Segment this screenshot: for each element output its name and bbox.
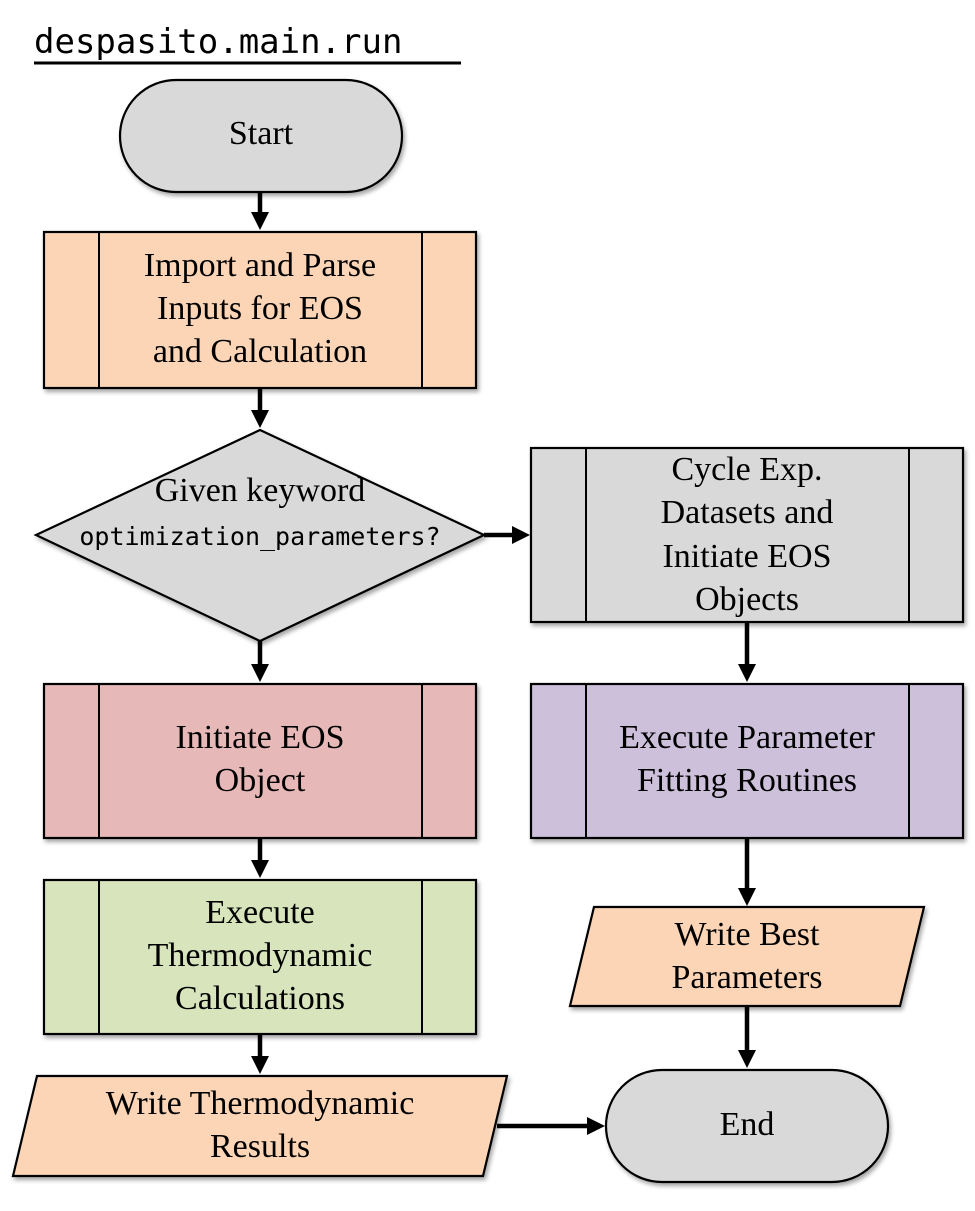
- execute-fitting-shape: [529, 682, 965, 840]
- execute-thermo-label-line-1: Execute: [205, 894, 315, 931]
- execute-thermo-label-line-3: Calculations: [175, 980, 345, 1017]
- import-parse-shape: [42, 230, 478, 390]
- start-label: Start: [229, 115, 294, 152]
- execute-fitting-label-line-1: Execute Parameter: [619, 719, 875, 756]
- end-label: End: [720, 1106, 775, 1143]
- execute-fitting-node: [529, 682, 965, 840]
- arrow-fitting-to-write-best: [738, 838, 756, 906]
- arrow-write-results-to-end: [497, 1117, 605, 1135]
- arrow-import-to-decision: [251, 388, 269, 428]
- arrow-cycle-to-fitting: [738, 622, 756, 682]
- write-results-label-line-2: Results: [210, 1128, 310, 1165]
- write-best-node: [568, 905, 926, 1008]
- arrow-decision-to-cycle: [484, 526, 530, 544]
- execute-fitting-label-line-2: Fitting Routines: [637, 762, 857, 799]
- diagram-title-text: despasito.main.run: [34, 22, 402, 62]
- arrow-execute-to-write-results: [251, 1034, 269, 1074]
- write-best-label-line-2: Parameters: [671, 959, 822, 996]
- decision-shape: [33, 428, 487, 643]
- decision-label-line-1: Given keyword: [155, 472, 366, 509]
- initiate-eos-label-line-2: Object: [215, 762, 306, 799]
- arrow-start-to-import: [251, 192, 269, 230]
- end-shape: [604, 1068, 890, 1184]
- start-shape: [118, 78, 404, 194]
- write-results-node: [11, 1074, 509, 1178]
- decision-label-line-2: optimization_parameters?: [79, 522, 440, 551]
- arrow-initiate-to-execute: [251, 838, 269, 878]
- arrow-write-best-to-end: [738, 1006, 756, 1068]
- start-node: [118, 78, 404, 194]
- write-results-label-line-1: Write Thermodynamic: [106, 1085, 415, 1122]
- cycle-exp-label-line-2: Datasets and: [661, 494, 834, 531]
- initiate-eos-label-line-1: Initiate EOS: [175, 719, 344, 756]
- cycle-exp-node: [529, 446, 965, 624]
- write-best-label-line-1: Write Best: [675, 916, 821, 953]
- execute-thermo-label-line-2: Thermodynamic: [148, 937, 373, 974]
- cycle-exp-label-line-4: Objects: [695, 581, 799, 618]
- cycle-exp-shape: [529, 446, 965, 624]
- import-parse-node: [42, 230, 478, 390]
- cycle-exp-label-line-3: Initiate EOS: [662, 538, 831, 575]
- decision-node: [33, 428, 487, 643]
- execute-thermo-shape: [42, 878, 478, 1036]
- initiate-eos-node: [42, 682, 478, 840]
- connectors: [251, 192, 756, 1135]
- initiate-eos-shape: [42, 682, 478, 840]
- import-parse-label-line-1: Import and Parse: [144, 247, 376, 284]
- import-parse-label-line-3: and Calculation: [153, 333, 367, 370]
- arrow-decision-to-initiate: [251, 641, 269, 682]
- cycle-exp-label-line-1: Cycle Exp.: [671, 451, 822, 488]
- write-best-shape: [568, 905, 926, 1008]
- write-results-shape: [11, 1074, 509, 1178]
- diagram-title: despasito.main.run: [34, 22, 461, 65]
- end-node: [604, 1068, 890, 1184]
- import-parse-label-line-2: Inputs for EOS: [157, 290, 363, 327]
- execute-thermo-node: [42, 878, 478, 1036]
